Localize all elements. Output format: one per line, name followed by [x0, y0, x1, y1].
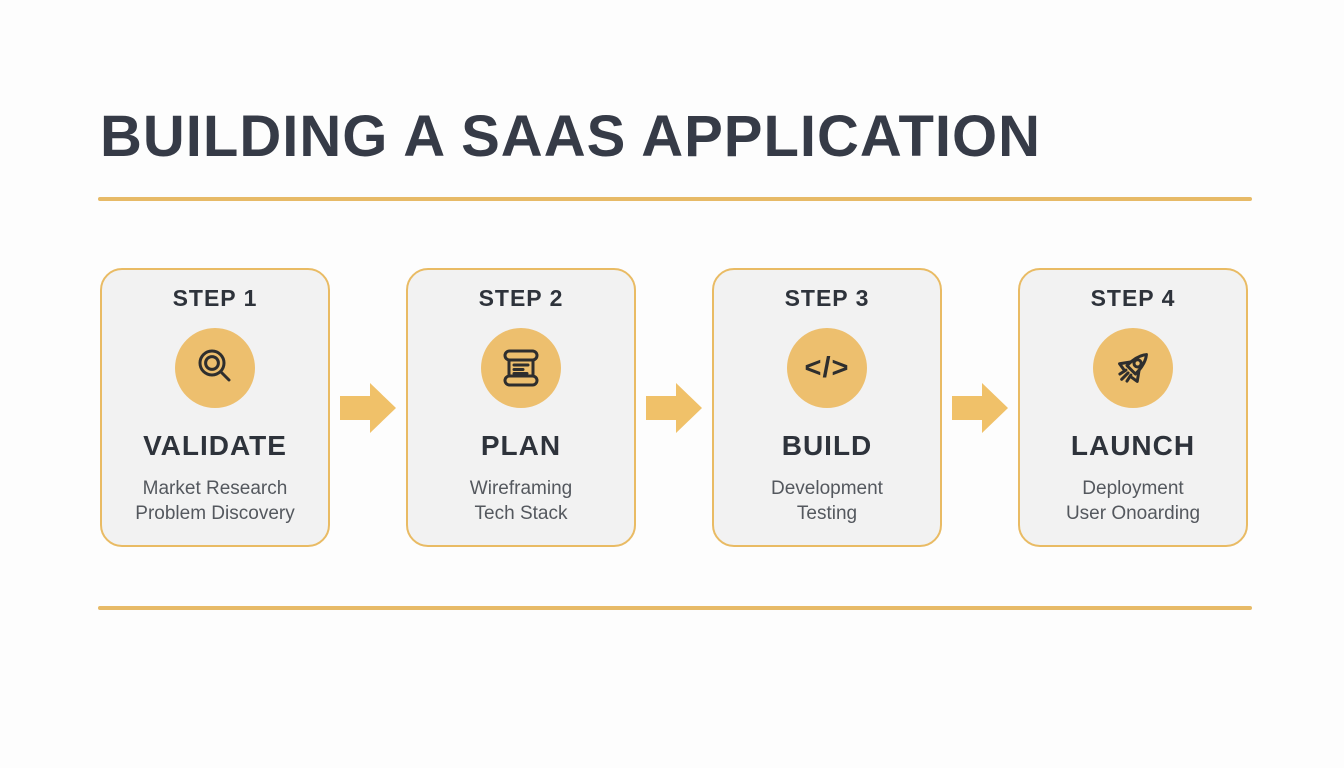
page-title: BUILDING A SAAS APPLICATION — [100, 104, 1042, 169]
step-title: LAUNCH — [1070, 430, 1196, 461]
step-detail-line: Deployment — [1082, 478, 1184, 499]
arrow-right-icon — [952, 382, 1008, 433]
step-detail-line: Wireframing — [469, 478, 573, 499]
step-title: PLAN — [480, 430, 562, 461]
step-detail-line: User Onoarding — [1065, 503, 1201, 524]
code-icon: </> — [787, 328, 867, 408]
step-card-build: STEP 3 </> BUILD Development Testing — [712, 268, 942, 547]
bottom-divider — [98, 606, 1252, 610]
step-number-label: STEP 1 — [172, 285, 258, 311]
arrow-right-icon — [340, 382, 396, 433]
magnifier-icon — [175, 328, 255, 408]
step-details: Market Research Problem Discovery — [135, 476, 294, 526]
code-glyph: </> — [804, 351, 850, 384]
step-detail-line: Development — [771, 478, 883, 499]
step-card-launch: STEP 4 LAUNCH Deployment U — [1018, 268, 1248, 547]
step-number-label: STEP 2 — [478, 285, 564, 311]
step-title: VALIDATE — [143, 430, 287, 461]
step-number-label: STEP 3 — [784, 285, 870, 311]
steps-row: STEP 1 VALIDATE Market Research Problem … — [100, 268, 1248, 547]
scroll-icon — [481, 328, 561, 408]
step-detail-line: Testing — [796, 503, 858, 524]
top-divider — [98, 197, 1252, 201]
step-detail-line: Problem Discovery — [135, 503, 295, 524]
step-details: Wireframing Tech Stack — [470, 476, 572, 526]
step-details: Development Testing — [771, 476, 883, 526]
rocket-icon — [1093, 328, 1173, 408]
step-title: BUILD — [781, 430, 873, 461]
step-detail-line: Market Research — [142, 478, 288, 499]
step-detail-line: Tech Stack — [474, 503, 568, 524]
step-card-plan: STEP 2 PLAN Wireframing Tech Stack — [406, 268, 636, 547]
step-card-validate: STEP 1 VALIDATE Market Research Problem … — [100, 268, 330, 547]
arrow-right-icon — [646, 382, 702, 433]
step-number-label: STEP 4 — [1090, 285, 1176, 311]
step-details: Deployment User Onoarding — [1066, 476, 1200, 526]
